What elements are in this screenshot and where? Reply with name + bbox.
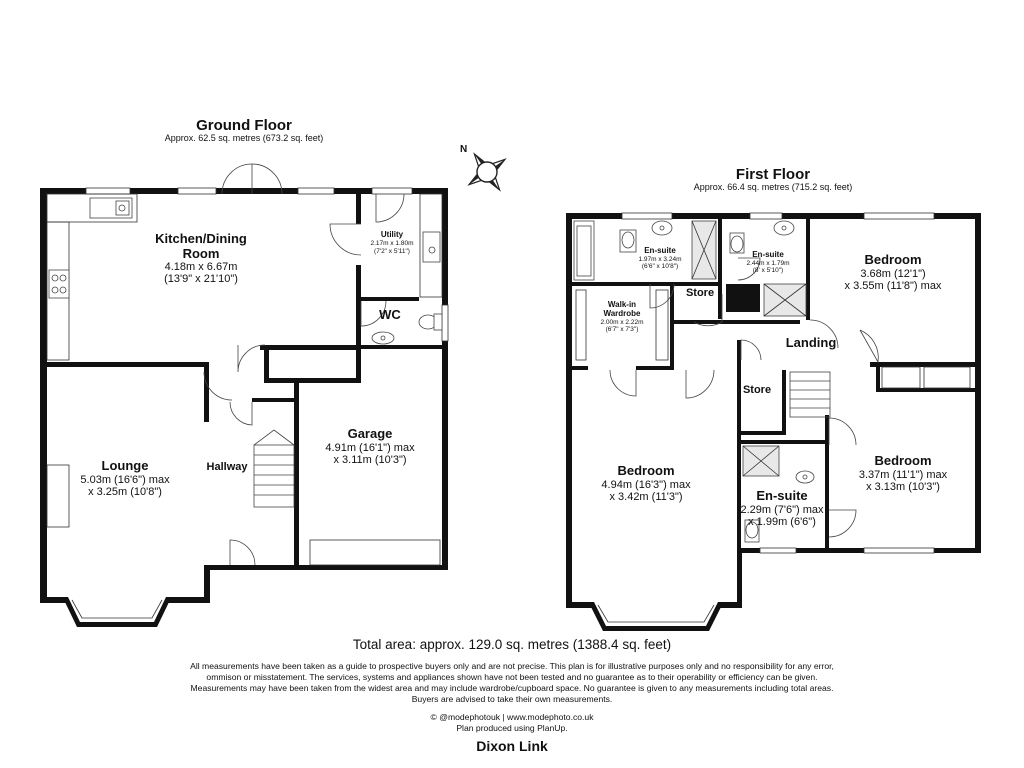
french-doors (221, 163, 283, 195)
landing-name: Landing (786, 335, 837, 350)
store-mid-name: Store (743, 384, 771, 396)
disclaimer: All measurements have been taken as a gu… (150, 661, 874, 705)
wc-fittings (371, 313, 443, 345)
walkin-name: Walk-in (608, 300, 636, 309)
planup-credit: Plan produced using PlanUp. (456, 723, 568, 733)
ground-floor-title: Ground Floor (196, 117, 292, 134)
ensuite-mid-fittings (729, 220, 807, 317)
lounge-name: Lounge (102, 458, 149, 473)
compass-north-label: N (460, 144, 467, 155)
bedroom-main-dim-metric: 4.94m (16'3") max (601, 479, 691, 491)
disclaimer-line: All measurements have been taken as a gu… (190, 661, 834, 671)
lounge-alcove (46, 464, 70, 528)
garage-dim-metric: 4.91m (16'1") max (325, 442, 415, 454)
walkin-name-2: Wardrobe (603, 309, 641, 318)
first-floor-title: First Floor (736, 166, 810, 183)
store-top-name: Store (686, 287, 714, 299)
first-floor-doors (609, 257, 879, 538)
first-floor-stairs (789, 371, 831, 418)
kitchen-dim-metric: 4.18m x 6.67m (165, 261, 238, 273)
hallway-name: Hallway (207, 461, 249, 473)
disclaimer-line: Buyers are advised to take their own mea… (411, 694, 613, 704)
ensuite-left-dim-imperial: (6'6" x 10'8") (642, 263, 678, 270)
bedroom-br-dim-metric: 3.37m (11'1") max (859, 469, 948, 481)
compass-icon: N (460, 144, 507, 192)
bedroom-main-dim-imperial: x 3.42m (11'3") (609, 491, 682, 503)
ground-floor-area: Approx. 62.5 sq. metres (673.2 sq. feet) (165, 133, 324, 143)
ground-floor-plan: Ground Floor Approx. 62.5 sq. metres (67… (40, 117, 449, 627)
lounge-dim-imperial: x 3.25m (10'8") (88, 486, 162, 498)
ensuite-mid-dim-metric: 2.44m x 1.79m (747, 260, 790, 267)
credit-line: © @modephotouk | www.modephoto.co.uk (430, 712, 594, 722)
ground-floor-walls (40, 188, 448, 603)
kitchen-dim-imperial: (13'9" x 21'10") (164, 273, 238, 285)
utility-dim-imperial: (7'2" x 5'11") (374, 248, 410, 255)
garage-name: Garage (348, 426, 393, 441)
lounge-bay-window (64, 597, 170, 627)
first-floor-windows (621, 212, 935, 554)
utility-dim-metric: 2.17m x 1.80m (371, 240, 414, 247)
wardrobe-shelving (575, 289, 669, 361)
ensuite-left-dim-metric: 1.97m x 3.24m (639, 256, 682, 263)
ensuite-bottom-dim-imperial: x 1.99m (6'6") (748, 516, 816, 528)
bedroom-br-name: Bedroom (874, 453, 931, 468)
first-floor-plan: First Floor Approx. 66.4 sq. metres (715… (566, 166, 981, 631)
bedroom-tr-dim-imperial: x 3.55m (11'8") max (845, 280, 942, 292)
ground-floor-windows (85, 187, 449, 566)
ensuite-left-name: En-suite (644, 246, 676, 255)
disclaimer-line: Measurements may have been taken from th… (190, 683, 834, 693)
ensuite-bottom-name: En-suite (756, 488, 807, 503)
utility-fittings (419, 193, 443, 298)
kitchen-name: Kitchen/Dining (155, 231, 247, 246)
ensuite-bottom-dim-metric: 2.29m (7'6") max (740, 504, 824, 516)
ensuite-left-fittings (573, 220, 717, 281)
ground-floor-stairs (253, 429, 295, 508)
walkin-dim-metric: 2.00m x 2.22m (601, 319, 644, 326)
bedroom-wardrobes (881, 366, 971, 389)
bedroom-tr-name: Bedroom (864, 252, 921, 267)
ensuite-bottom-fittings (742, 445, 815, 543)
ensuite-mid-name: En-suite (752, 250, 784, 259)
kitchen-name-2: Room (183, 246, 220, 261)
disclaimer-line: ommison or misstatement. The services, s… (206, 672, 818, 682)
ground-floor-doors (203, 193, 405, 566)
property-name: Dixon Link (476, 738, 548, 754)
first-floor-area: Approx. 66.4 sq. metres (715.2 sq. feet) (694, 182, 853, 192)
garage-dim-imperial: x 3.11m (10'3") (333, 454, 406, 466)
bedroom-main-name: Bedroom (617, 463, 674, 478)
lounge-dim-metric: 5.03m (16'6") max (80, 474, 170, 486)
utility-name: Utility (381, 230, 404, 239)
walkin-dim-imperial: (6'7" x 7'3") (606, 326, 639, 333)
ensuite-mid-dim-imperial: (8' x 5'10") (753, 267, 783, 274)
bedroom-tr-dim-metric: 3.68m (12'1") (860, 268, 925, 280)
bedroom-br-dim-imperial: x 3.13m (10'3") (866, 481, 940, 493)
kitchen-fittings (46, 193, 138, 361)
total-area: Total area: approx. 129.0 sq. metres (13… (352, 637, 672, 652)
wc-name: WC (379, 307, 401, 322)
bedroom-bay-window (590, 602, 722, 631)
